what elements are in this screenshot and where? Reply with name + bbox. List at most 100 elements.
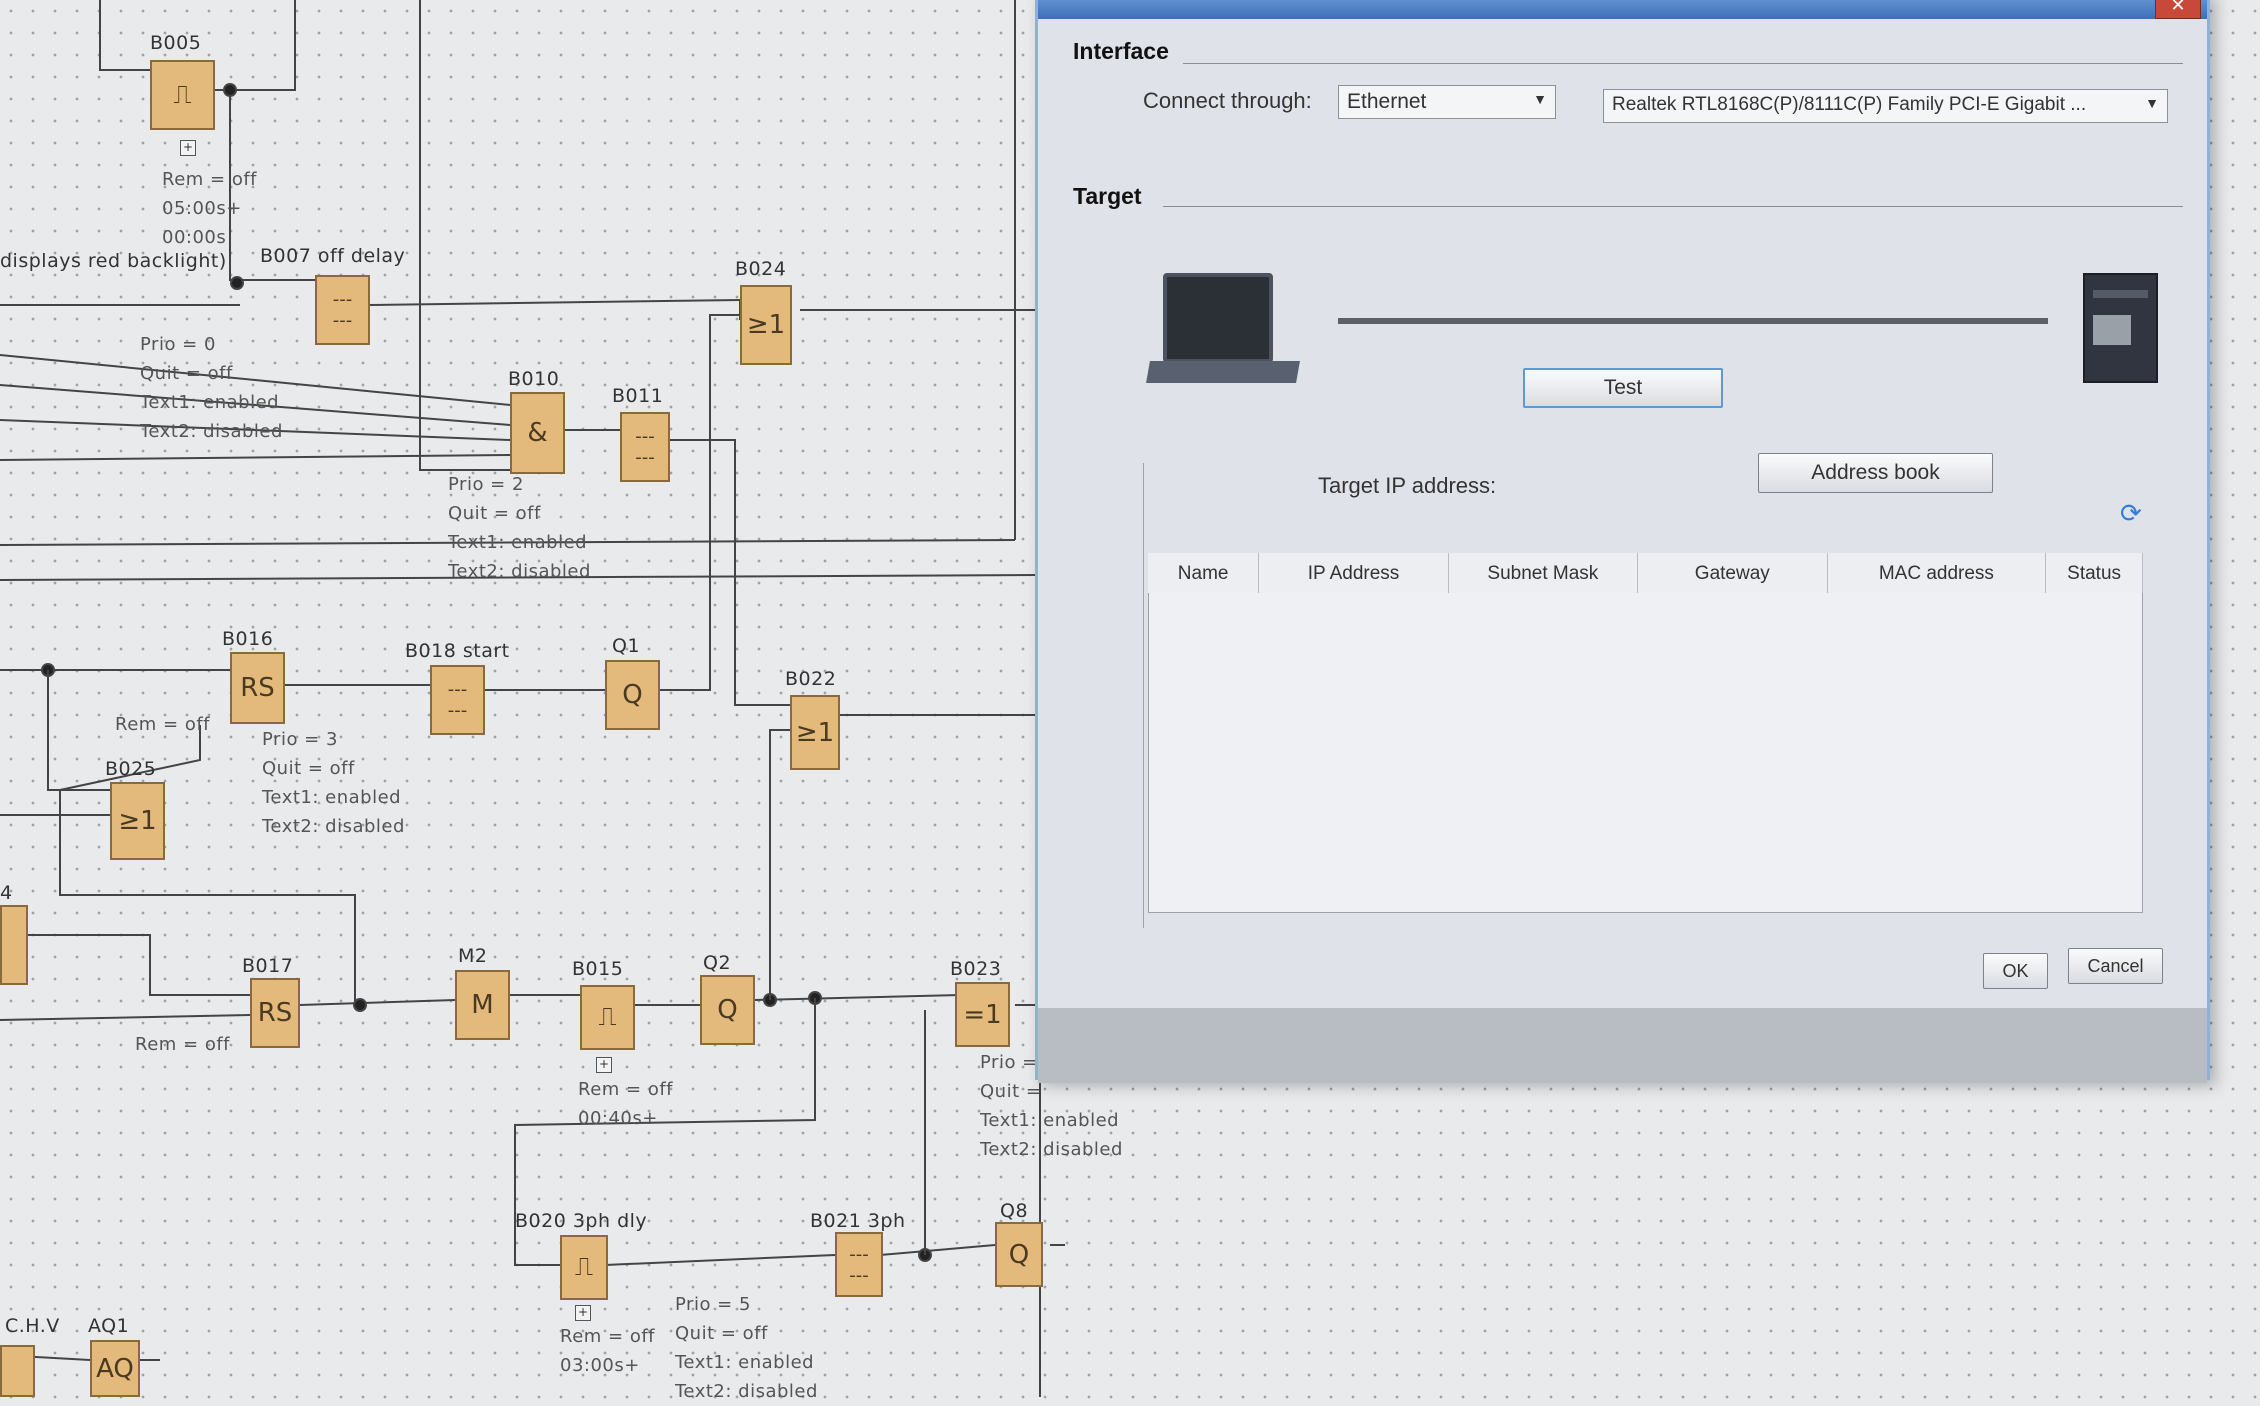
output-block-q2[interactable]: Q <box>700 975 755 1045</box>
block-params-b023: Prio = Quit = Text1: enabled Text2: disa… <box>980 1052 1123 1160</box>
block-label-b010: B010 <box>508 368 560 390</box>
chv-label: C.H.V <box>5 1315 60 1337</box>
block-label-b023: B023 <box>950 958 1002 980</box>
timer-block-b007[interactable]: --- --- <box>315 275 370 345</box>
block-symbol: --- --- <box>635 426 655 468</box>
block-label-q2: Q2 <box>703 952 732 974</box>
target-ip-label: Target IP address: <box>1318 473 1497 498</box>
expand-icon[interactable]: + <box>575 1305 591 1321</box>
block-label-b018: B018 start <box>405 640 510 662</box>
block-label-aq1: AQ1 <box>88 1315 130 1337</box>
or-block-b024[interactable]: ≥1 <box>740 285 792 365</box>
section-divider <box>1183 63 2183 64</box>
address-book-button[interactable]: Address book <box>1758 453 1993 493</box>
block-params-b017: Rem = off <box>135 1034 231 1055</box>
block-params-b020: Rem = off 03:00s+ <box>560 1326 656 1376</box>
backlight-note: displays red backlight) <box>0 250 227 272</box>
refresh-icon[interactable]: ⟳ <box>2120 498 2142 528</box>
output-block-q1[interactable]: Q <box>605 660 660 730</box>
block-symbol: ⎍ <box>173 79 192 110</box>
block-label-b011: B011 <box>612 385 664 407</box>
column-header-ip-address[interactable]: IP Address <box>1258 553 1449 596</box>
block-symbol: Q <box>622 680 643 710</box>
block-params-b010: Prio = 2 Quit = off Text1: enabled Text2… <box>448 474 591 582</box>
dialog-footer <box>1038 1008 2207 1083</box>
network-adapter-dropdown[interactable]: Realtek RTL8168C(P)/8111C(P) Family PCI-… <box>1603 89 2168 123</box>
column-header-subnet-mask[interactable]: Subnet Mask <box>1448 553 1638 596</box>
block-label-b024: B024 <box>735 258 787 280</box>
column-header-status[interactable]: Status <box>2045 553 2143 596</box>
close-button[interactable]: ✕ <box>2155 0 2201 19</box>
flag-block-m2[interactable]: M <box>455 970 510 1040</box>
block-symbol: ⎍ <box>598 1002 617 1032</box>
rs-block-b017[interactable]: RS <box>250 978 300 1048</box>
partial-block-chv[interactable] <box>0 1345 35 1397</box>
block-params-b021: Prio = 5 Quit = off Text1: enabled Text2… <box>675 1294 818 1402</box>
dialog-titlebar[interactable] <box>1038 0 2207 19</box>
block-symbol: ≥1 <box>795 717 835 748</box>
timer-block-b021[interactable]: --- --- <box>835 1232 883 1297</box>
connect-through-value: Ethernet <box>1347 90 1427 113</box>
block-symbol: RS <box>240 673 275 703</box>
test-button[interactable]: Test <box>1523 368 1723 408</box>
block-label-b016: B016 <box>222 628 274 650</box>
block-label-b021: B021 3ph <box>810 1210 906 1232</box>
timer-block-b020[interactable]: ⎍ <box>560 1235 608 1300</box>
block-symbol: RS <box>257 998 293 1028</box>
interface-section-title: Interface <box>1073 38 1169 64</box>
logo-device-icon <box>2083 273 2158 383</box>
expand-icon[interactable]: + <box>180 140 196 156</box>
target-section-title: Target <box>1073 183 1142 209</box>
block-label-b005: B005 <box>150 32 202 54</box>
block-symbol: ⎍ <box>574 1252 594 1282</box>
timer-block-b018[interactable]: --- --- <box>430 665 485 735</box>
connect-through-dropdown[interactable]: Ethernet ▼ <box>1338 85 1556 119</box>
output-block-q8[interactable]: Q <box>995 1222 1043 1287</box>
block-symbol: --- --- <box>849 1243 869 1286</box>
or-block-b022[interactable]: ≥1 <box>790 695 840 770</box>
network-adapter-value: Realtek RTL8168C(P)/8111C(P) Family PCI-… <box>1612 94 2087 115</box>
chevron-down-icon: ▼ <box>1533 91 1547 107</box>
timer-block-b005[interactable]: ⎍ <box>150 60 215 130</box>
block-symbol: --- --- <box>447 679 468 721</box>
partial-block[interactable] <box>0 905 28 985</box>
block-label-b025: B025 <box>105 758 157 780</box>
block-label-q8: Q8 <box>1000 1200 1029 1222</box>
block-symbol: =1 <box>963 999 1002 1030</box>
block-label-m2: M2 <box>458 945 488 967</box>
timer-block-b011[interactable]: --- --- <box>620 412 670 482</box>
or-block-b025[interactable]: ≥1 <box>110 782 165 860</box>
cancel-button[interactable]: Cancel <box>2068 948 2163 984</box>
block-params-b015: Rem = off 00:40s+ <box>578 1079 674 1129</box>
column-header-gateway[interactable]: Gateway <box>1637 553 1828 596</box>
block-symbol: & <box>527 418 548 448</box>
block-label-b017: B017 <box>242 955 294 977</box>
device-table[interactable]: Name IP Address Subnet Mask Gateway MAC … <box>1148 553 2143 596</box>
block-symbol: Q <box>717 995 738 1025</box>
analog-output-block-aq1[interactable]: AQ <box>90 1340 140 1397</box>
block-label-b007: B007 off delay <box>260 245 406 267</box>
block-symbol: M <box>471 990 494 1020</box>
pc-icon <box>1146 273 1300 398</box>
target-ip-panel <box>1143 463 2174 928</box>
chevron-down-icon: ▼ <box>2145 95 2159 111</box>
block-params-b016: Rem = off <box>115 714 211 735</box>
interface-settings-dialog: ✕ Interface Connect through: Ethernet ▼ … <box>1035 0 2210 1083</box>
rs-block-b016[interactable]: RS <box>230 652 285 724</box>
column-header-name[interactable]: Name <box>1148 553 1260 596</box>
ok-button[interactable]: OK <box>1983 953 2048 989</box>
expand-icon[interactable]: + <box>596 1057 612 1073</box>
block-symbol: ≥1 <box>746 310 786 340</box>
and-block-b010[interactable]: & <box>510 392 565 474</box>
block-label-b015: B015 <box>572 958 624 980</box>
device-table-body[interactable] <box>1148 593 2143 913</box>
column-header-mac-address[interactable]: MAC address <box>1827 553 2047 596</box>
block-params-b018: Prio = 3 Quit = off Text1: enabled Text2… <box>262 729 405 837</box>
block-label-b022: B022 <box>785 668 837 690</box>
xor-block-b023[interactable]: =1 <box>955 982 1010 1047</box>
table-header-row: Name IP Address Subnet Mask Gateway MAC … <box>1148 553 2143 596</box>
block-symbol: Q <box>1008 1239 1030 1270</box>
timer-block-b015[interactable]: ⎍ <box>580 985 635 1050</box>
